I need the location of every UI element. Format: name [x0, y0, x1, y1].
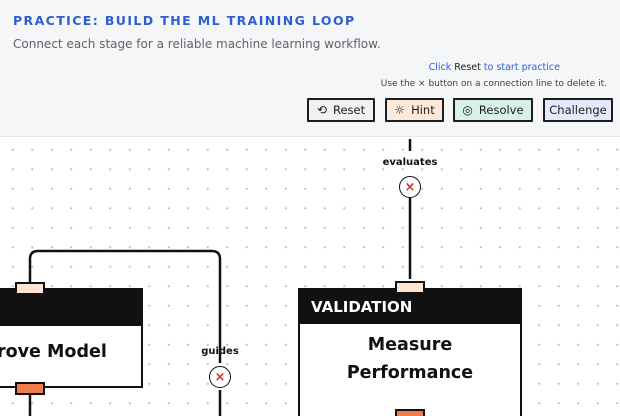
- left-output-port[interactable]: [15, 382, 45, 395]
- reset-hint-keyword: Reset: [454, 62, 481, 73]
- validation-node-title: Measure Performance: [300, 331, 520, 387]
- reset-hint: Click Reset to start practice: [429, 62, 560, 73]
- page-title: PRACTICE: BUILD THE ML TRAINING LOOP: [13, 13, 356, 28]
- resolve-button-label: Resolve: [478, 103, 524, 117]
- validation-node[interactable]: VALIDATION Measure Performance: [298, 288, 522, 416]
- flow-canvas[interactable]: rove Model VALIDATION Measure Performanc…: [0, 136, 620, 416]
- reset-hint-suffix: to start practice: [483, 62, 560, 73]
- connection-line-middle[interactable]: [28, 249, 222, 416]
- stage-node-left-title: rove Model: [0, 342, 107, 362]
- close-icon: ×: [404, 179, 416, 195]
- delete-help-text: Use the × button on a connection line to…: [380, 79, 607, 89]
- connection-label-evaluates: evaluates: [382, 157, 438, 168]
- reset-button-label: Reset: [332, 103, 366, 117]
- hint-button-label: Hint: [411, 103, 435, 117]
- left-input-port[interactable]: [15, 282, 45, 295]
- reset-hint-prefix: Click: [428, 62, 452, 73]
- reset-button[interactable]: ⟲ Reset: [307, 98, 375, 122]
- close-icon: ×: [214, 369, 226, 385]
- stage-node-left[interactable]: rove Model: [0, 288, 143, 388]
- resolve-button[interactable]: ◎ Resolve: [453, 98, 533, 122]
- brain-icon: ◎: [462, 103, 473, 117]
- challenge-button[interactable]: Challenge: [543, 98, 613, 122]
- connection-label-guides: guides: [201, 346, 239, 357]
- header-panel: PRACTICE: BUILD THE ML TRAINING LOOP Con…: [0, 0, 620, 136]
- page-subtitle: Connect each stage for a reliable machin…: [13, 37, 381, 51]
- delete-connection-middle-button[interactable]: ×: [209, 366, 231, 388]
- validation-node-title-line2: Performance: [346, 363, 474, 383]
- validation-node-header: VALIDATION: [300, 290, 520, 324]
- validation-output-port[interactable]: [395, 409, 425, 416]
- challenge-button-label: Challenge: [549, 103, 607, 117]
- validation-input-port[interactable]: [395, 281, 425, 294]
- stage-node-left-header: [0, 290, 141, 326]
- connection-lines: [28, 139, 412, 416]
- lightbulb-icon: ☼: [394, 103, 406, 117]
- delete-connection-top-button[interactable]: ×: [399, 176, 421, 198]
- refresh-icon: ⟲: [316, 103, 327, 117]
- validation-node-title-line1: Measure: [367, 335, 453, 355]
- hint-button[interactable]: ☼ Hint: [385, 98, 444, 122]
